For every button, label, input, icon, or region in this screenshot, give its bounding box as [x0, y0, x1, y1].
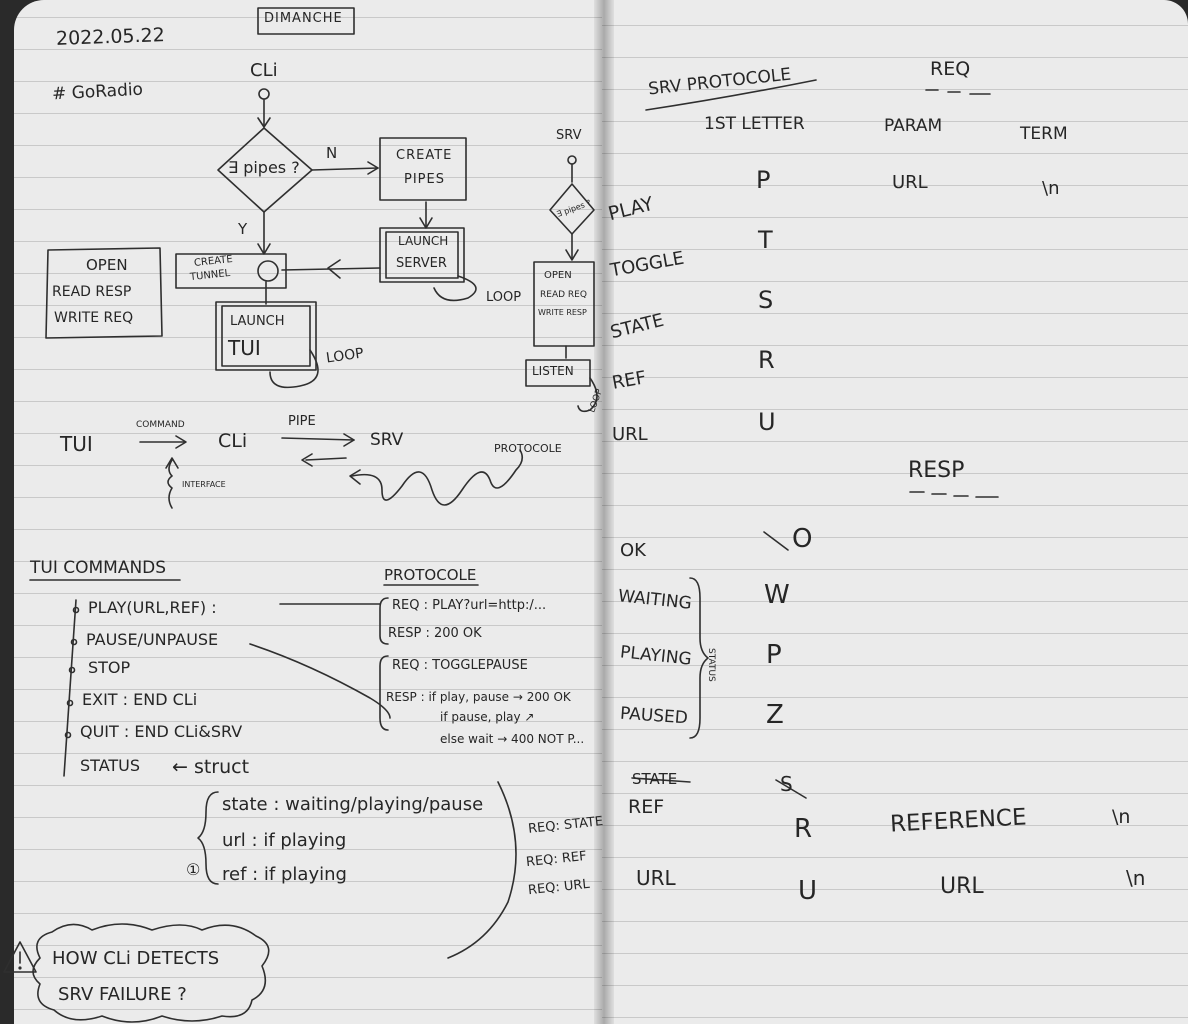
resp-row-ref-term: \n	[1112, 806, 1131, 828]
day-box	[257, 7, 355, 35]
flow-yes-label: Y	[238, 220, 248, 238]
struct-ref-line: ref : if playing	[222, 864, 347, 885]
arch-interface: INTERFACE	[182, 480, 226, 489]
warning-triangle-icon	[3, 941, 37, 973]
launch-server-box	[379, 227, 465, 283]
arch-protocole: PROTOCOLE	[494, 442, 562, 455]
resp-row-url-term: \n	[1126, 866, 1146, 890]
notebook-gutter	[594, 0, 614, 1024]
open-block-bracket	[45, 247, 163, 339]
warning-line-1: HOW CLi DETECTS	[52, 948, 220, 969]
column-first-letter: 1ST LETTER	[704, 114, 805, 134]
req-row-url-letter: U	[758, 408, 776, 436]
column-param: PARAM	[884, 116, 943, 136]
command-exit: EXIT : END CLi	[82, 690, 198, 709]
protocole-line-3: REQ : TOGGLEPAUSE	[392, 658, 528, 673]
column-term: TERM	[1020, 124, 1068, 144]
launch-tui-line-2: TUI	[228, 336, 261, 360]
status-brace	[689, 577, 709, 739]
command-quit: QUIT : END CLi&SRV	[80, 722, 243, 741]
resp-row-url-name: URL	[636, 866, 676, 890]
open-block-line-1: OPEN	[86, 256, 128, 274]
protocole-line-6: else wait → 400 NOT P...	[440, 732, 585, 746]
req-row-play-term: \n	[1042, 178, 1060, 199]
req-heading: REQ	[930, 58, 971, 80]
arch-cli: CLi	[218, 430, 248, 452]
protocole-line-4: RESP : if play, pause → 200 OK	[386, 690, 571, 704]
resp-row-ref-letter: R	[794, 814, 813, 844]
struct-url-line: url : if playing	[222, 830, 347, 851]
srv-open-line-2: READ REQ	[540, 290, 587, 300]
launch-tui-box	[215, 301, 317, 371]
req-row-play-param: URL	[892, 172, 928, 193]
flow-no-label: N	[326, 144, 338, 162]
create-pipes-line-2: PIPES	[404, 172, 445, 187]
protocole-title: PROTOCOLE	[384, 566, 477, 584]
status-brace-label: STATUS	[706, 648, 716, 682]
resp-row-playing-letter: P	[766, 640, 782, 670]
resp-row-state-struck-letter: S	[780, 772, 793, 796]
warning-line-2: SRV FAILURE ?	[58, 984, 187, 1005]
open-block-line-2: READ RESP	[52, 284, 132, 300]
req-row-play-letter: P	[756, 166, 771, 194]
req-row-url-name: URL	[612, 424, 648, 445]
cli-start-circle	[258, 88, 270, 100]
right-notebook-page	[602, 0, 1188, 1024]
command-play: PLAY(URL,REF) :	[88, 598, 217, 617]
struct-marker: ①	[186, 860, 201, 879]
arch-tui: TUI	[60, 432, 93, 456]
commands-title: TUI COMMANDS	[30, 558, 167, 578]
flow-cli-label: CLi	[250, 60, 278, 81]
protocole-line-2: RESP : 200 OK	[388, 626, 482, 641]
status-struct-arrow: ← struct	[172, 756, 250, 778]
req-row-toggle-letter: T	[758, 226, 773, 254]
arch-pipe: PIPE	[288, 414, 316, 429]
server-loop-label: LOOP	[486, 290, 522, 305]
resp-row-url-letter: U	[798, 876, 818, 906]
day-label: DIMANCHE	[264, 11, 343, 26]
req-row-ref-letter: R	[758, 346, 775, 374]
protocole-wave	[351, 449, 524, 506]
srv-open-line-3: WRITE RESP	[538, 308, 587, 317]
protocole-line-1: REQ : PLAY?url=http:/...	[392, 598, 547, 613]
srv-label: SRV	[556, 128, 582, 143]
resp-row-ref-name: REF	[628, 796, 665, 818]
create-tunnel-box	[175, 253, 287, 289]
command-status: STATUS	[80, 756, 141, 775]
resp-row-ok-name: OK	[620, 540, 646, 561]
flow-decision-label: ∃ pipes ?	[228, 158, 300, 177]
arch-srv: SRV	[370, 430, 404, 450]
interface-brace	[167, 459, 173, 509]
date: 2022.05.22	[55, 24, 166, 50]
launch-tui-line-1: LAUNCH	[230, 314, 285, 329]
launch-server-line-2: SERVER	[396, 256, 447, 271]
warning-cloud	[32, 923, 270, 1023]
srv-open-box	[533, 261, 595, 347]
arch-command: COMMAND	[136, 420, 185, 430]
resp-row-url-param: URL	[940, 874, 984, 899]
resp-row-waiting-letter: W	[764, 580, 790, 610]
srv-open-line-1: OPEN	[544, 270, 572, 281]
req-curve	[447, 781, 517, 959]
struct-brace	[197, 791, 219, 885]
create-pipes-line-1: CREATE	[396, 148, 453, 163]
launch-server-line-1: LAUNCH	[398, 234, 449, 248]
command-stop: STOP	[88, 658, 131, 677]
left-notebook-page	[14, 0, 606, 1024]
req-row-state-letter: S	[758, 286, 774, 314]
resp-row-paused-letter: Z	[766, 700, 784, 730]
resp-row-state-struck: STATE	[632, 770, 678, 788]
command-pause: PAUSE/UNPAUSE	[86, 630, 219, 649]
resp-heading: RESP	[908, 458, 965, 483]
create-pipes-box	[379, 137, 467, 201]
resp-row-ok-letter: O	[792, 524, 813, 554]
protocole-line-5: if pause, play ↗	[440, 710, 535, 724]
srv-listen-box	[525, 359, 591, 387]
srv-listen-label: LISTEN	[532, 364, 574, 378]
struct-state-line: state : waiting/playing/pause	[222, 794, 484, 815]
open-block-line-3: WRITE REQ	[54, 310, 134, 326]
